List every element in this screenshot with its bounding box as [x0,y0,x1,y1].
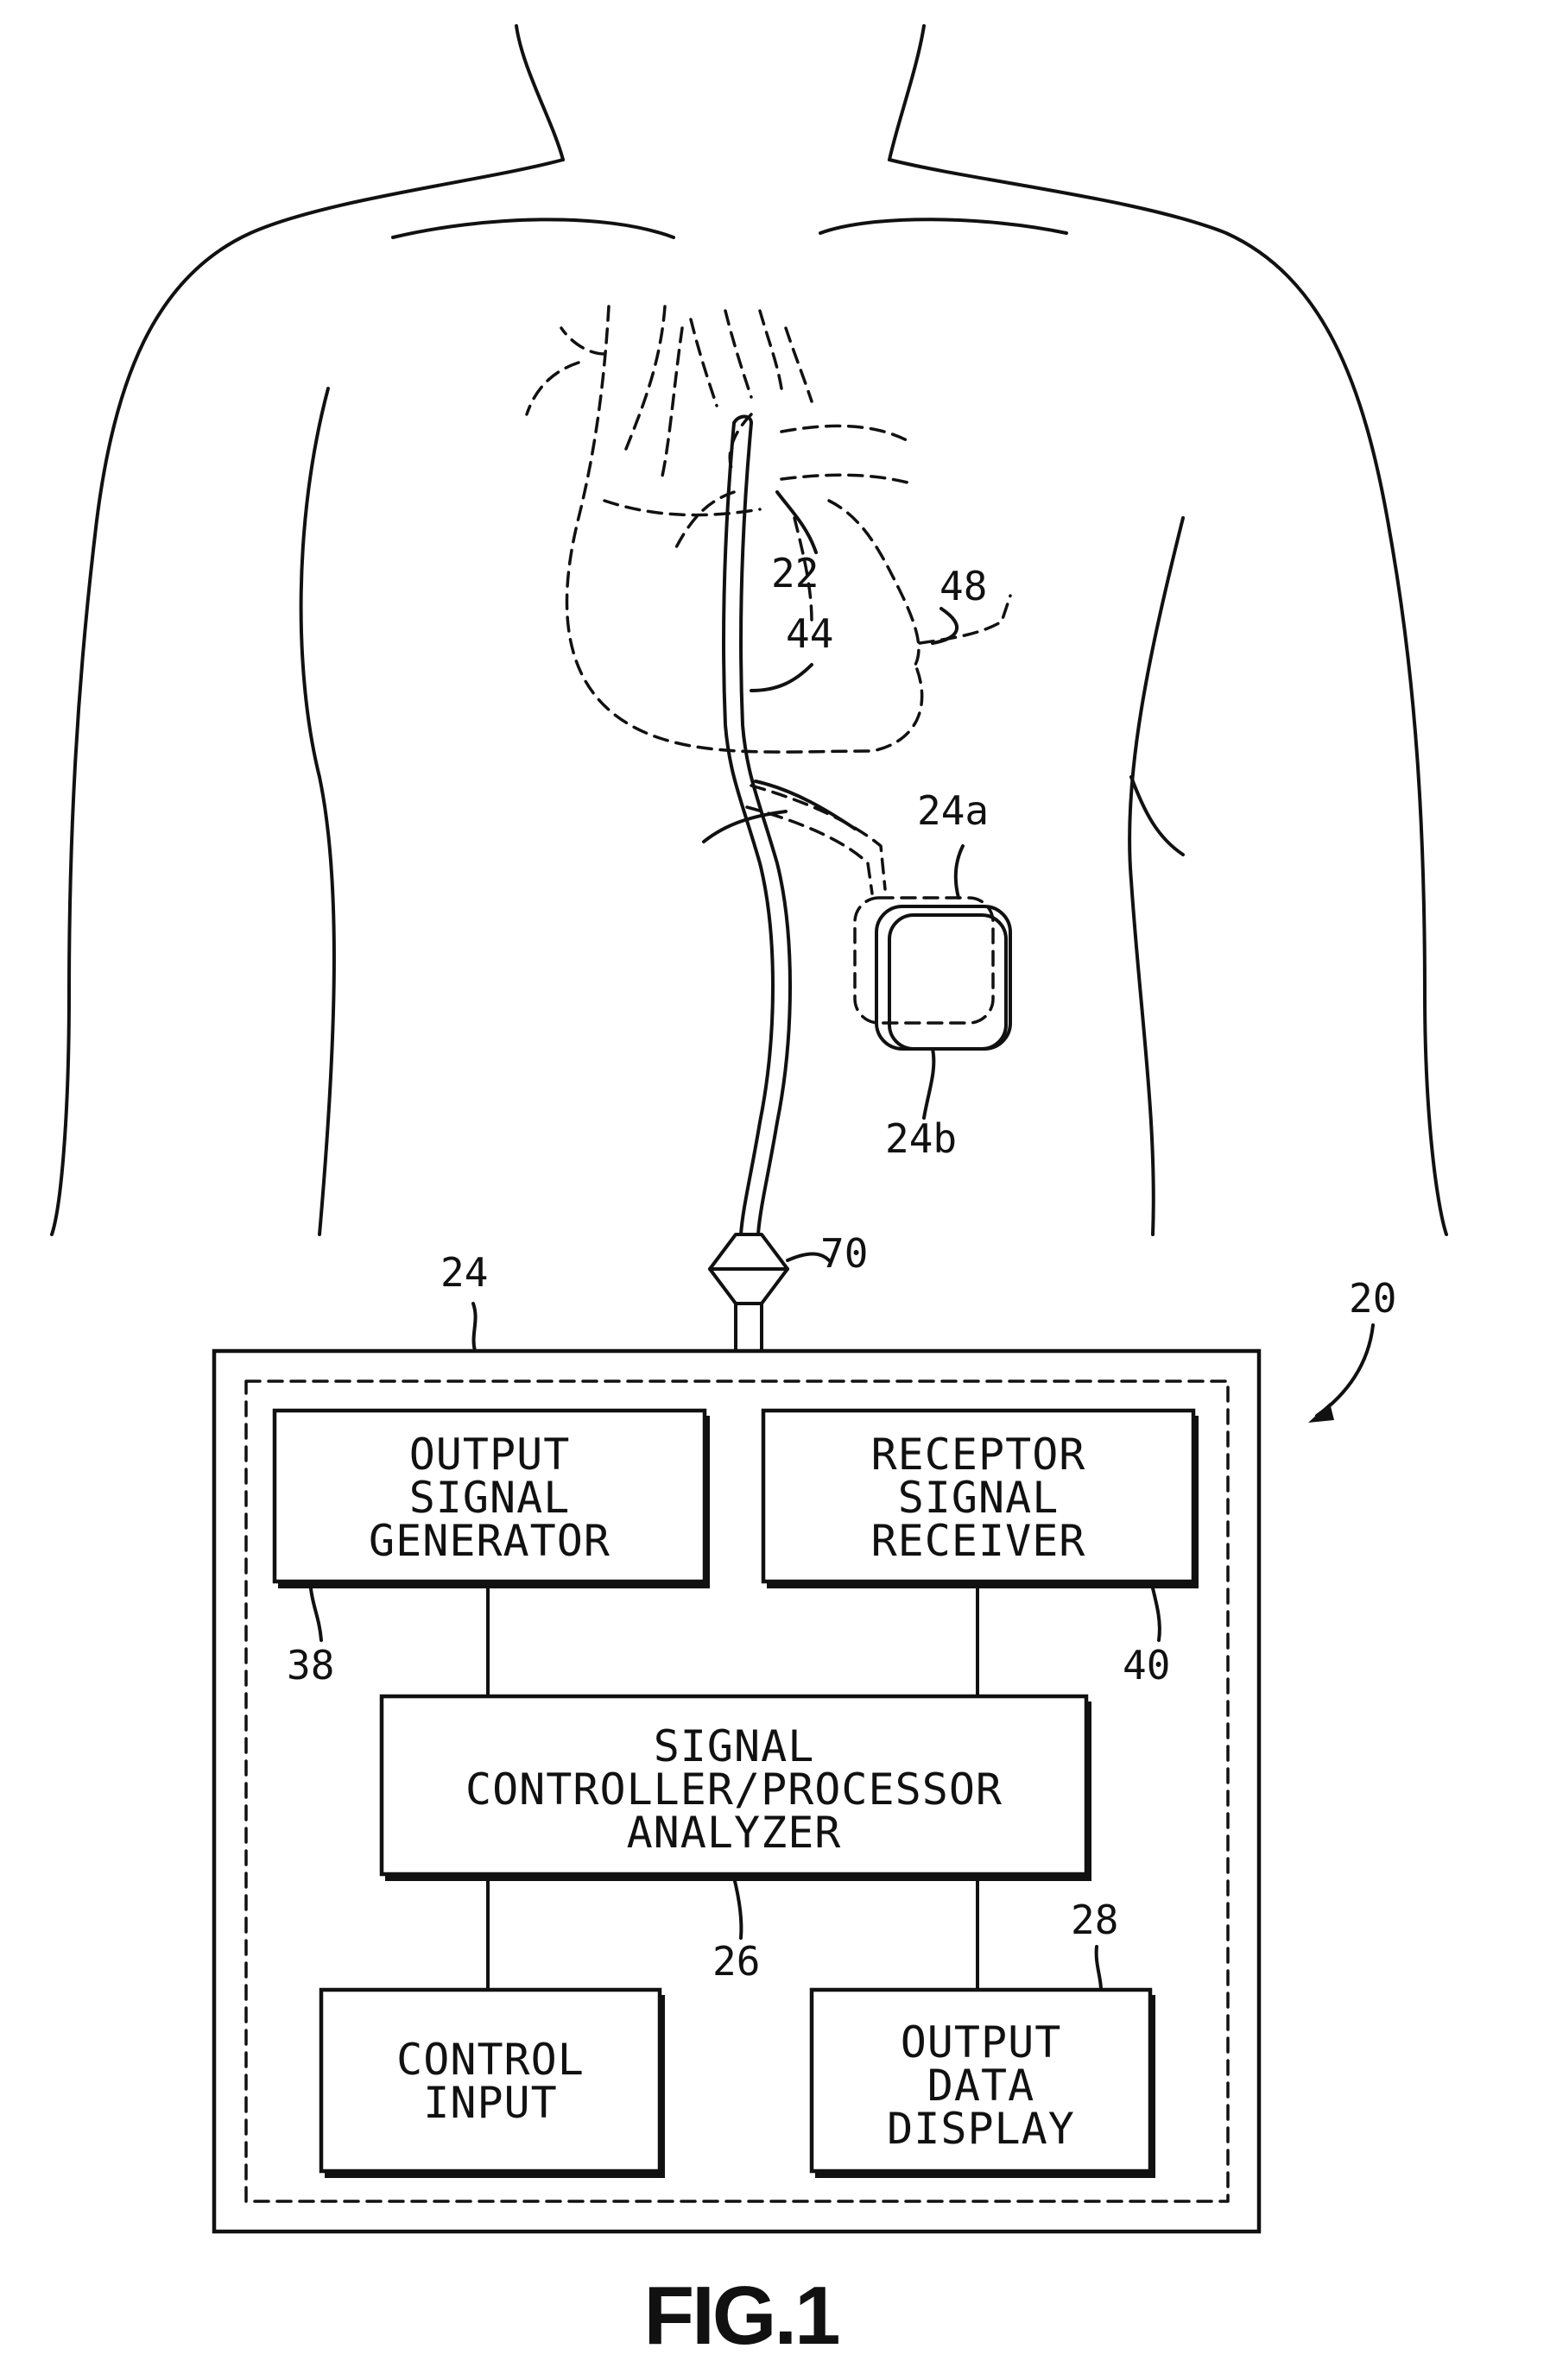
label-40: 40 [1123,1642,1170,1689]
label-44: 44 [786,610,833,657]
svg-text:RECEIVER: RECEIVER [871,1516,1086,1566]
svg-text:ANALYZER: ANALYZER [627,1808,842,1858]
block-output-data-display: OUTPUT DATA DISPLAY [812,1990,1155,2178]
block-signal-processor: SIGNAL CONTROLLER/PROCESSOR ANALYZER [382,1696,1091,1881]
receptor-lead [747,786,885,893]
label-26: 26 [712,1938,760,1985]
torso-outline [52,26,1446,1234]
svg-text:DISPLAY: DISPLAY [887,2104,1075,2154]
figure-caption: FIG.1 [643,2270,838,2362]
label-24a: 24a [917,787,989,834]
receptor-24b [876,906,1010,1049]
block-receptor-signal-receiver: RECEPTOR SIGNAL RECEIVER [763,1411,1199,1588]
connector-70 [710,1234,829,1351]
label-38: 38 [287,1642,334,1689]
svg-text:GENERATOR: GENERATOR [369,1516,611,1566]
label-28: 28 [1071,1897,1118,1943]
label-20: 20 [1349,1275,1396,1322]
label-48: 48 [939,563,987,609]
svg-text:INPUT: INPUT [423,2078,558,2128]
label-22: 22 [771,550,819,597]
label-24b: 24b [885,1115,957,1162]
arrowhead [1308,1403,1334,1423]
block-control-input: CONTROL INPUT [321,1990,665,2178]
label-24: 24 [440,1249,488,1296]
heart-outline [527,306,1010,752]
lead-44 [704,417,855,1235]
label-70: 70 [820,1230,868,1277]
block-output-signal-generator: OUTPUT SIGNAL GENERATOR [275,1411,710,1588]
